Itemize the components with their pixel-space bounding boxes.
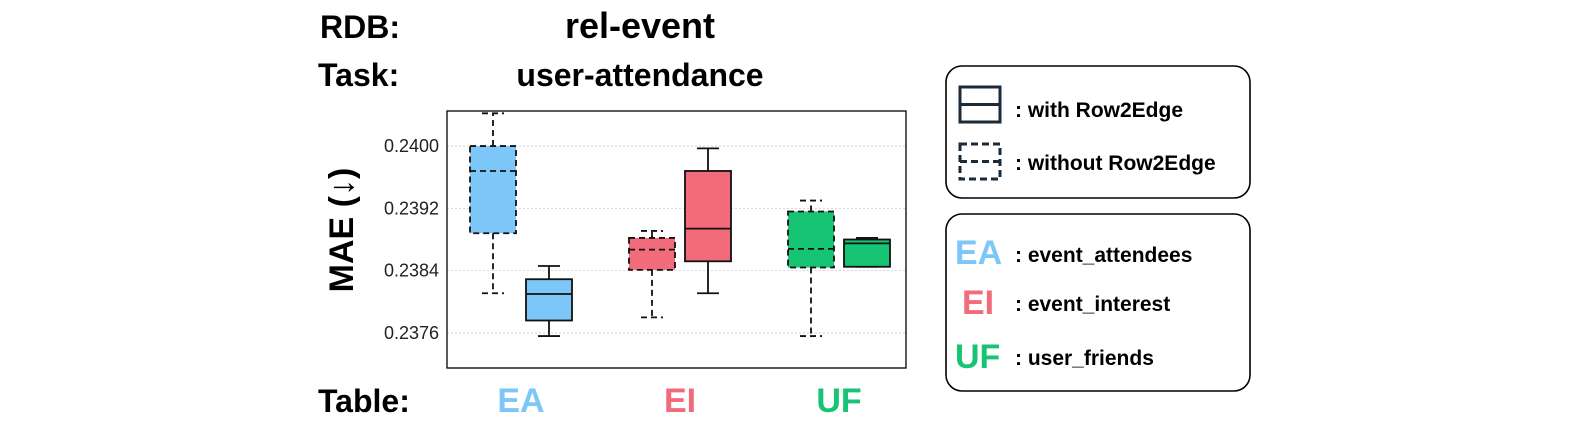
task-value: user-attendance [516, 57, 763, 93]
legend-uf-code: UF [955, 338, 1000, 376]
box-ei-without-row2edge [628, 230, 676, 319]
box-body [684, 170, 732, 263]
legend-solid-swatch [958, 85, 1002, 124]
y-axis-label: MAE (↓) [323, 168, 361, 293]
y-tick-label: 0.2376 [384, 323, 439, 343]
grid-layer [447, 145, 906, 334]
box-ea-without-row2edge [469, 112, 517, 295]
task-label: Task: [318, 57, 399, 93]
legend-ei-label: : event_interest [1015, 293, 1170, 316]
legend-uf-label: : user_friends [1015, 347, 1154, 370]
legend-with-label: : with Row2Edge [1015, 99, 1183, 122]
box-uf-with-row2edge [843, 237, 891, 268]
table-label: Table: [318, 383, 410, 419]
box-ei-with-row2edge [684, 147, 732, 295]
legend-without-label: : without Row2Edge [1015, 152, 1216, 175]
rdb-value: rel-event [565, 5, 715, 46]
legend-tables: EA : event_attendees EI : event_interest… [945, 213, 1251, 392]
legend-ea-code: EA [955, 234, 1002, 272]
legend-tables-frame [945, 213, 1251, 392]
plot-frame [446, 110, 907, 369]
category-label-uf: UF [816, 382, 861, 420]
box-layer [469, 112, 891, 337]
legend-style-frame [945, 65, 1251, 199]
rdb-label: RDB: [320, 9, 400, 45]
box-uf-without-row2edge [787, 199, 835, 337]
category-label-ea: EA [497, 382, 544, 420]
plot-area: 0.2376 0.2384 0.2392 0.2400 [384, 110, 907, 369]
y-tick-layer: 0.2376 0.2384 0.2392 0.2400 [384, 136, 439, 343]
box-body [787, 210, 835, 269]
legend-ea-label: : event_attendees [1015, 244, 1192, 267]
y-tick-label: 0.2400 [384, 136, 439, 156]
y-tick-label: 0.2384 [384, 261, 439, 281]
legend-dashed-swatch [958, 142, 1002, 181]
box-body [525, 278, 573, 322]
box-ea-with-row2edge [525, 265, 573, 337]
legend-ei-code: EI [962, 284, 994, 322]
y-tick-label: 0.2392 [384, 198, 439, 218]
legend-style: : with Row2Edge : without Row2Edge [945, 65, 1251, 199]
box-body [628, 237, 676, 271]
category-label-layer: EA EI UF [497, 382, 861, 420]
category-label-ei: EI [664, 382, 696, 420]
box-body [469, 145, 517, 235]
